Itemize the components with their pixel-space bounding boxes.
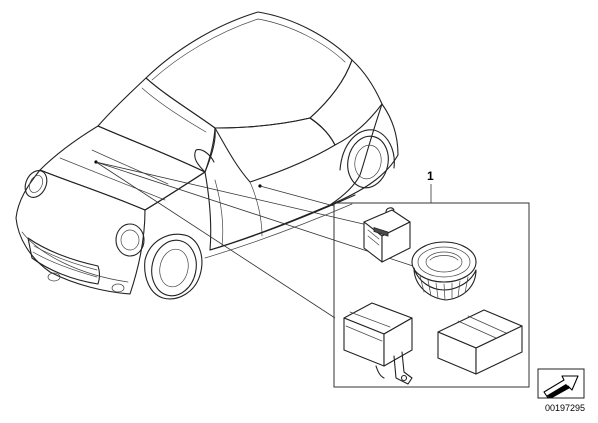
callout-label: 1 [427, 169, 434, 183]
parts-frame [333, 202, 530, 388]
control-module-icon [363, 207, 411, 263]
parts-box-icon [437, 309, 523, 375]
document-number: 00197295 [545, 403, 585, 413]
car-outline-icon [15, 11, 399, 300]
leader-lines [95, 161, 432, 319]
relay-bracket-icon [343, 302, 413, 385]
siren-horn-icon [411, 241, 477, 301]
nav-arrow-icon [537, 368, 585, 399]
